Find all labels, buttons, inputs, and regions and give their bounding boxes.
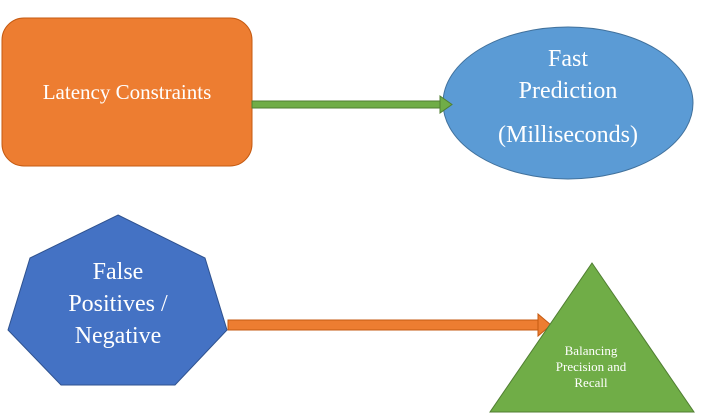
false-positives-label-line-3: Negative — [74, 323, 162, 349]
balancing-label: Balancing Precision and Recall — [530, 343, 652, 391]
false-positives-heptagon — [7, 214, 228, 386]
arrow-latency-to-fast — [251, 95, 453, 114]
fast-prediction-label-line-3: (Milliseconds) — [498, 122, 638, 148]
fast-prediction-label-line-2: Prediction — [518, 78, 618, 104]
balancing-label-line-1: Balancing — [564, 343, 618, 358]
fast-prediction-label-line-1: Fast — [547, 46, 588, 72]
balancing-triangle — [489, 262, 695, 413]
arrow-false-to-balance — [227, 312, 552, 338]
false-positives-label: False Positives / Negative — [8, 256, 228, 352]
balancing-label-line-3: Recall — [574, 375, 608, 390]
false-positives-label-line-1: False — [92, 259, 144, 285]
balancing-label-line-2: Precision and — [555, 359, 627, 374]
false-positives-label-line-2: Positives / — [68, 291, 168, 317]
latency-constraints-box — [1, 17, 253, 167]
latency-constraints-label: Latency Constraints — [42, 79, 212, 104]
